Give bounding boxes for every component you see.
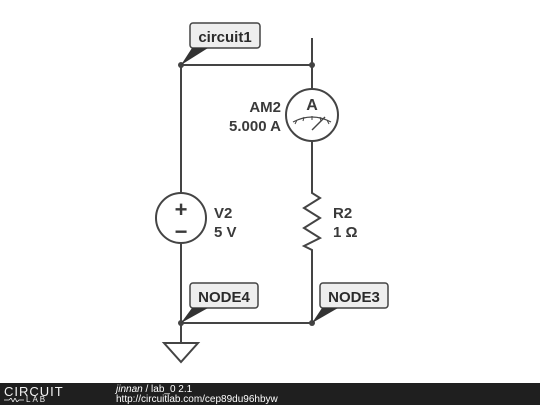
ammeter-value: 5.000 A [229,118,281,135]
node-tag-node4[interactable]: NODE4 [181,282,259,323]
logo-wire-icon [4,398,24,402]
circuitlab-logo-top: CIRCUIT [4,384,64,399]
ground-icon [161,342,201,364]
ammeter-symbol-letter: A [306,97,318,114]
author-title-line: jinnan / lab_0 2.1 [116,384,192,395]
resistor-name: R2 [333,205,352,222]
circuit-url-link[interactable]: http://circuitlab.com/cep89du96hbyw [116,394,278,405]
ammeter-name: AM2 [249,99,281,116]
source-value: 5 V [214,224,237,241]
junction-dot [309,62,315,68]
resistor-value: 1 Ω [333,224,358,241]
minus-sign: − [175,219,188,244]
author-link[interactable]: jinnan [116,384,143,395]
plus-sign: + [175,197,188,222]
footer-bar: CIRCUIT LAB jinnan / lab_0 2.1 http://ci… [0,383,540,405]
wires [180,38,313,343]
source-name: V2 [214,205,232,222]
voltage-source-symbol[interactable]: + − [155,192,207,244]
node-tag-node3-label: NODE3 [328,289,380,306]
ammeter-symbol[interactable]: A [285,88,339,142]
separator: / [142,384,152,395]
schematic-canvas: A AM2 5.000 A + − V2 5 V R2 1 Ω circuit1… [155,22,389,364]
resistor-symbol[interactable] [301,188,323,252]
node-tag-node3[interactable]: NODE3 [312,282,389,323]
circuit-title[interactable]: lab_0 2.1 [151,384,193,395]
node-tag-circuit1-label: circuit1 [198,29,251,46]
circuitlab-logo-bottom: LAB [26,395,48,404]
node-tag-circuit1[interactable]: circuit1 [181,22,261,65]
node-tag-node4-label: NODE4 [198,289,250,306]
